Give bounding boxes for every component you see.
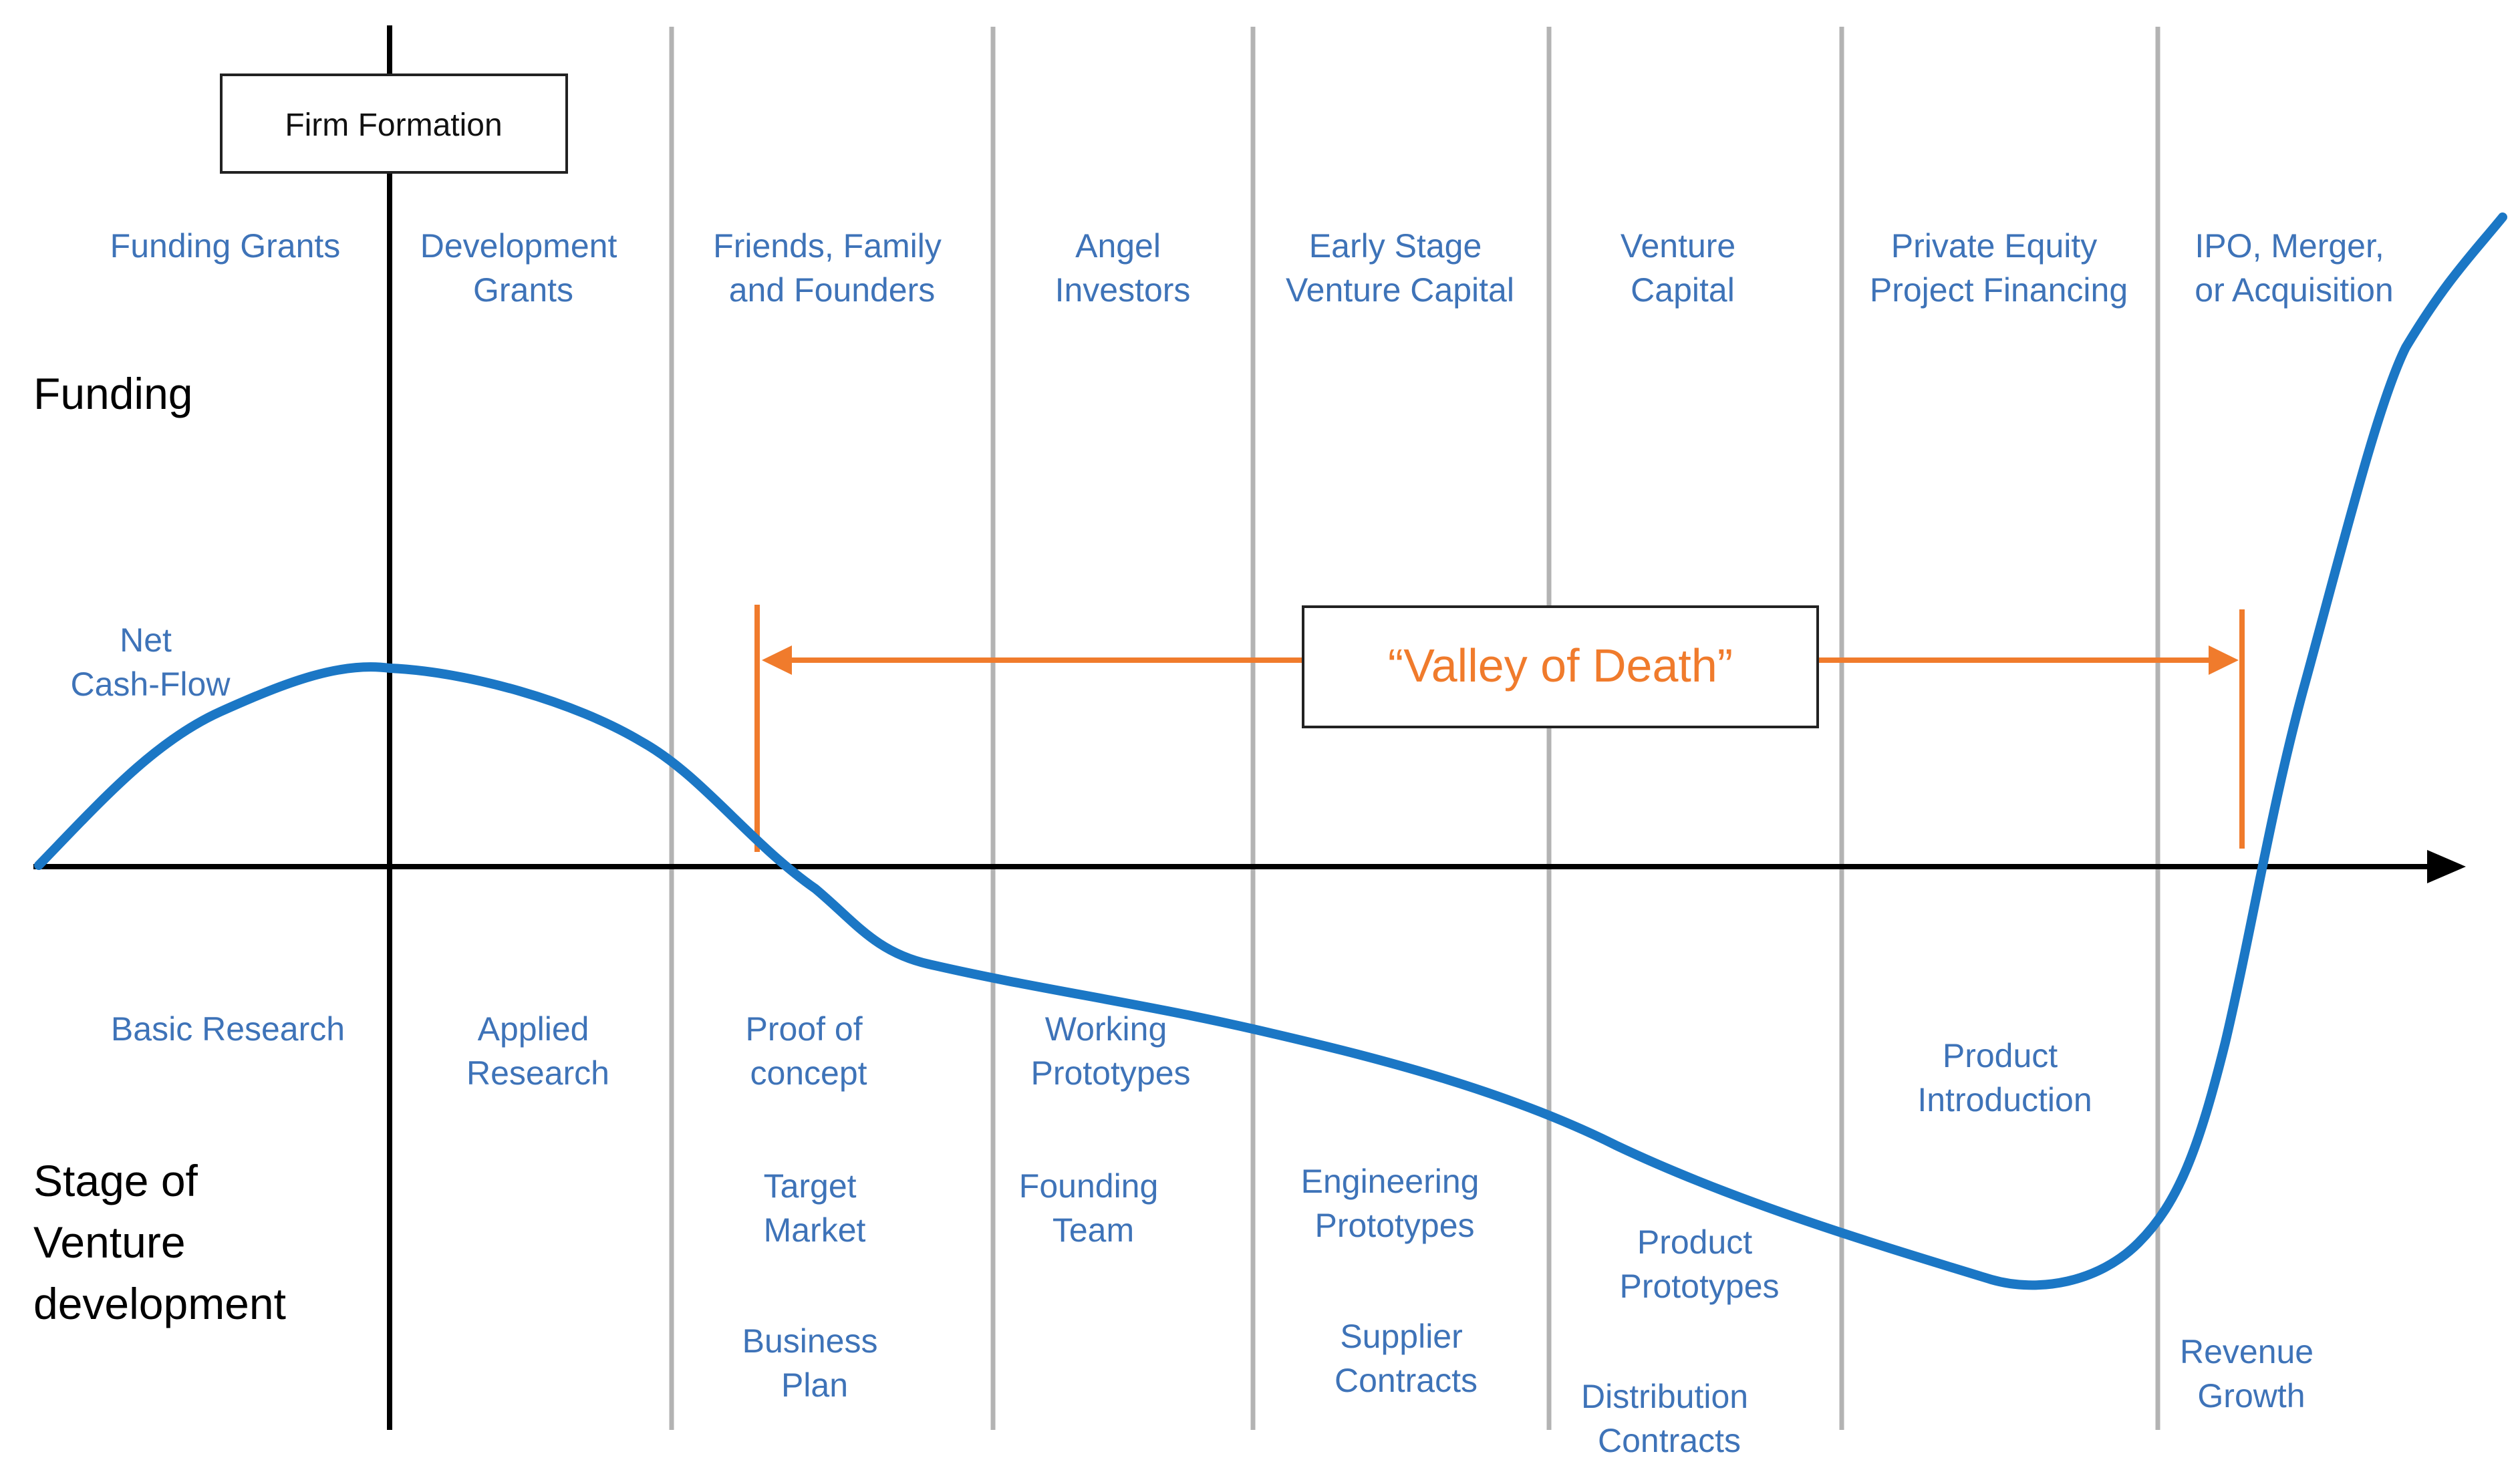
funding-row-label: Funding [33,369,193,418]
stage-dividers [669,27,2160,1430]
valley-of-death-label: “Valley of Death” [1388,639,1733,692]
net-cash-flow-label: Net Cash-Flow [71,621,231,703]
funding-source-label: Venture Capital [1621,227,1745,309]
stage-supplier-contracts: Supplier Contracts [1335,1318,1478,1399]
funding-source-label: Private Equity Project Financing [1870,227,2128,309]
time-axis-arrowhead [2427,850,2466,883]
stage-business-plan: Business Plan [742,1322,887,1404]
stage-engineering-prototypes: Engineering Prototypes [1301,1163,1489,1244]
firm-formation-label: Firm Formation [285,108,502,143]
stage-row-label: Stage of Venture development [33,1156,286,1328]
funding-sources: Funding Grants Development Grants Friend… [110,227,2394,309]
funding-source-label: Angel Investors [1055,227,1191,309]
stage-distribution-contracts: Distribution Contracts [1581,1378,1758,1459]
stage-founding-team: Founding Team [1019,1167,1167,1249]
valley-of-death-marker [754,605,2245,852]
stage-product-prototypes: Product Prototypes [1619,1223,1779,1305]
stage-product-introduction: Product Introduction [1917,1037,2092,1119]
stage-target-market: Target Market [764,1167,866,1249]
funding-source-label: IPO, Merger, or Acquisition [2195,227,2393,309]
net-cash-flow-curve [34,212,2507,1290]
firm-formation-box [220,73,568,174]
funding-source-label: Development Grants [420,227,627,309]
funding-source-label: Friends, Family and Founders [713,227,951,309]
valley-left-arrowhead [762,645,792,675]
venture-stages: Basic Research Applied Research Proof of… [111,1010,2323,1459]
stage-basic-research: Basic Research [111,1010,345,1048]
funding-source-label: Funding Grants [110,227,341,265]
funding-source-label: Early Stage Venture Capital [1286,227,1514,309]
stage-applied-research: Applied Research [466,1010,609,1092]
valley-right-arrowhead [2209,645,2239,675]
stage-working-prototypes: Working Prototypes [1030,1010,1190,1092]
valley-of-death-box [1302,605,1819,728]
stage-proof-of-concept: Proof of concept [745,1010,871,1092]
stage-revenue-growth: Revenue Growth [2180,1333,2323,1415]
